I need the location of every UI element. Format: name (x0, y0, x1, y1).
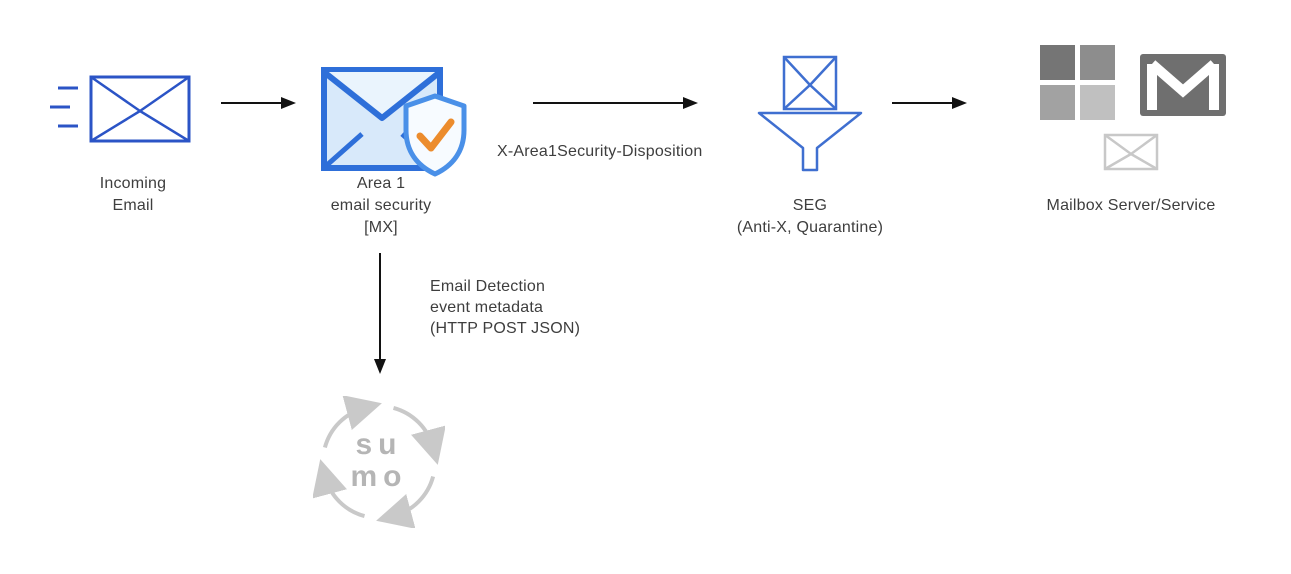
incoming-email-label-line1: Incoming (99, 175, 167, 192)
sumo-logo-text-line1: su (355, 428, 403, 461)
ms-square-br (1080, 85, 1115, 120)
area1-shield-envelope-icon (321, 67, 467, 177)
seg-label: SEG (Anti-X, Quarantine) (710, 195, 910, 239)
envelope-fold (783, 83, 837, 110)
seg-funnel-icon (757, 55, 863, 172)
circle-arc (392, 405, 446, 465)
circle-arc (312, 459, 366, 519)
disposition-edge-label: X-Area1Security-Disposition (497, 143, 703, 160)
sumo-logo-text-line2: mo (350, 460, 408, 493)
metadata-label-line1: Email Detection (430, 278, 546, 295)
arrow-incoming-to-area1 (221, 97, 296, 109)
sumo-logo-text: su mo (313, 429, 445, 493)
sumo-circular-arrows-icon (312, 395, 446, 529)
gmail-m-shape (1147, 60, 1219, 110)
arrow-seg-to-mailbox (892, 97, 967, 109)
arrow-head (281, 97, 296, 109)
microsoft-logo-icon (1040, 45, 1115, 120)
envelope-fold (1104, 152, 1158, 171)
mailbox-label: Mailbox Server/Service (1046, 197, 1216, 214)
arrow-area1-to-sumo (374, 253, 386, 374)
metadata-label-line3: (HTTP POST JSON) (430, 320, 581, 337)
incoming-email-icon (50, 75, 191, 143)
arrow-area1-to-seg (533, 97, 698, 109)
gmail-logo-icon (1140, 54, 1226, 116)
ms-square-tl (1040, 45, 1075, 80)
metadata-label-line2: event metadata (430, 299, 544, 316)
circle-arc (376, 475, 436, 529)
seg-label-line2: (Anti-X, Quarantine) (736, 219, 884, 236)
arrow-head (374, 359, 386, 374)
incoming-email-label: Incoming Email (58, 173, 208, 217)
sumo-logic-logo: su mo (312, 395, 446, 529)
arrow-head (683, 97, 698, 109)
shield-icon (403, 93, 467, 177)
ms-square-tr (1080, 45, 1115, 80)
seg-label-line1: SEG (792, 197, 828, 214)
checkmark-icon (416, 118, 455, 152)
envelope-fold (90, 109, 190, 143)
arrow-head (952, 97, 967, 109)
metadata-edge-label: Email Detection event metadata (HTTP POS… (430, 276, 580, 339)
incoming-email-label-line2: Email (112, 197, 154, 214)
area1-label-line2: email security (330, 197, 432, 214)
ms-square-bl (1040, 85, 1075, 120)
small-envelope-icon (1103, 133, 1159, 171)
area1-label: Area 1 email security [MX] (306, 173, 456, 239)
funnel-shape (757, 111, 863, 172)
area1-label-line3: [MX] (364, 219, 398, 236)
area1-label-line1: Area 1 (356, 175, 406, 192)
envelope-flap (322, 69, 442, 121)
circle-arc (322, 395, 382, 449)
